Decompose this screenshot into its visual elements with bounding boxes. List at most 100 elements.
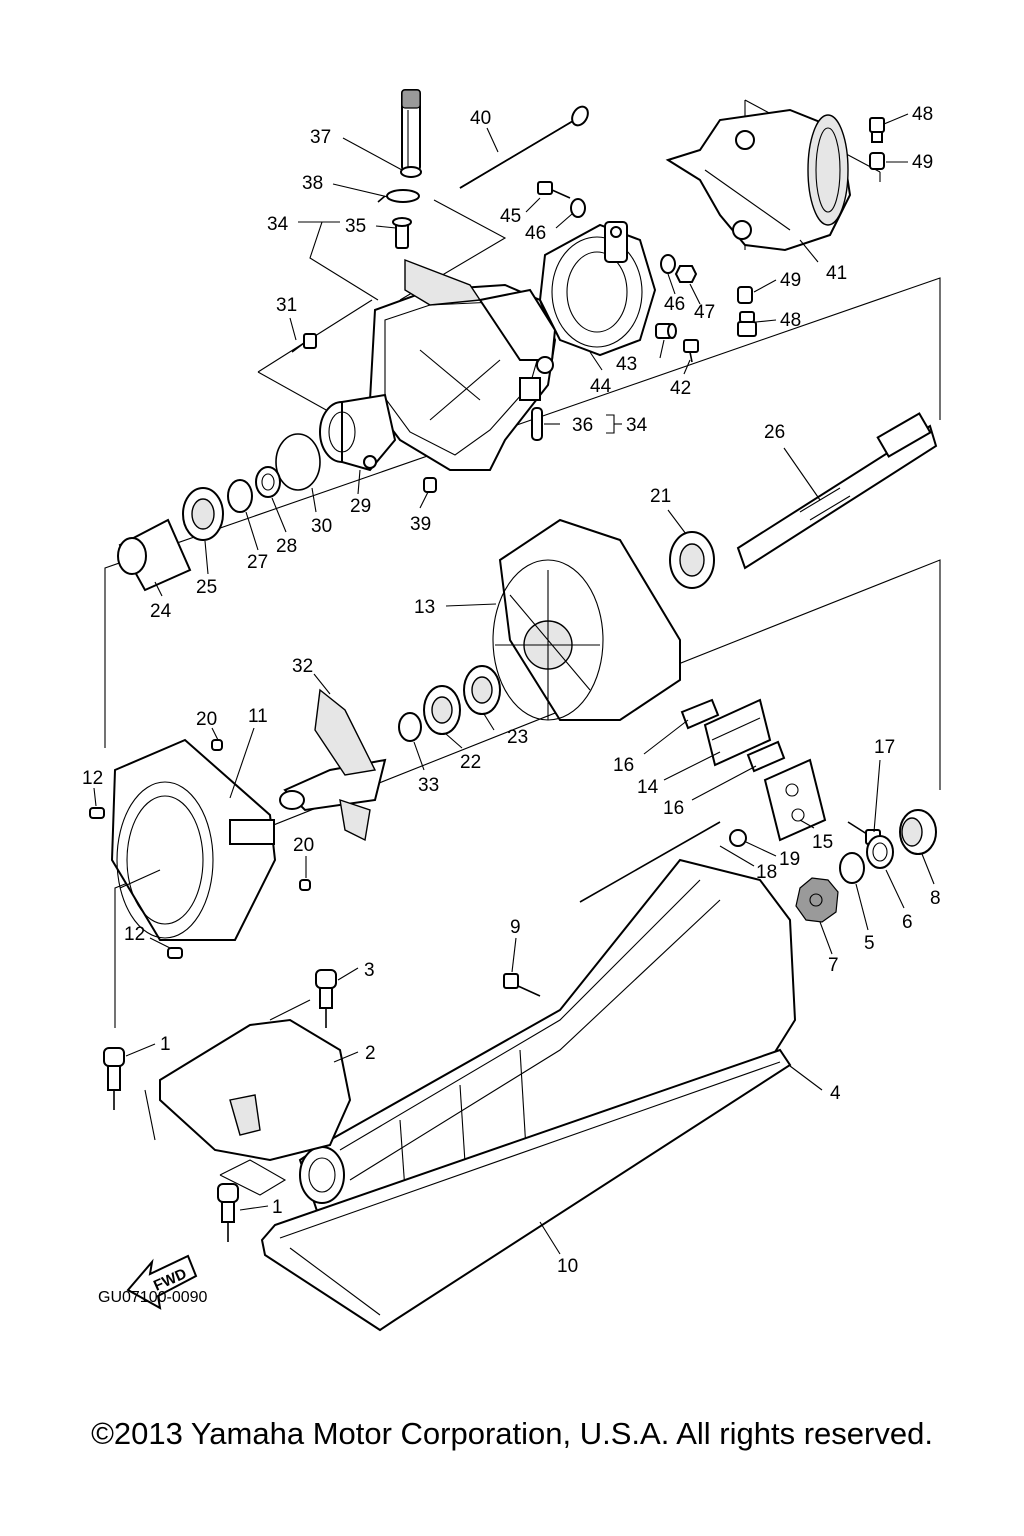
- collar-43: [655, 323, 677, 339]
- part-label-34: 34: [267, 214, 289, 235]
- part-label-1: 1: [160, 1034, 171, 1055]
- washer-46a: [570, 198, 586, 218]
- gasket-16b: [746, 740, 786, 773]
- part-label-21: 21: [650, 486, 671, 507]
- pin-36: [531, 407, 543, 441]
- part-label-8: 8: [930, 888, 941, 909]
- part-label-9: 9: [510, 917, 521, 938]
- part-label-14: 14: [637, 777, 659, 798]
- part-label-48: 48: [780, 310, 801, 331]
- part-label-39: 39: [410, 514, 431, 535]
- part-label-4: 4: [830, 1083, 841, 1104]
- washer-27: [227, 479, 253, 513]
- part-label-5: 5: [864, 933, 875, 954]
- part-label-46: 46: [525, 223, 546, 244]
- part-label-16: 16: [613, 755, 634, 776]
- part-label-26: 26: [764, 422, 785, 443]
- part-label-27: 27: [247, 552, 268, 573]
- gasket-16a: [680, 698, 720, 730]
- part-label-46: 46: [664, 294, 685, 315]
- part-label-19: 19: [779, 849, 800, 870]
- washer-5: [839, 852, 865, 884]
- washer-33: [398, 712, 422, 742]
- screw-1b: [217, 1183, 239, 1242]
- nozzle-41: [665, 108, 852, 252]
- part-label-23: 23: [507, 727, 528, 748]
- bearing-21: [669, 531, 715, 589]
- bolt-40: [459, 105, 589, 189]
- plate-4: [260, 1048, 792, 1332]
- part-label-16: 16: [663, 798, 684, 819]
- sleeve-24: [117, 518, 192, 592]
- cap-8: [899, 809, 937, 855]
- part-number-labels: 1 1 2 3 4 5 6 7 8 9 10 11 12 12 13 14 15…: [82, 104, 941, 1277]
- fitting-35: [392, 217, 412, 249]
- impeller-32: [279, 688, 387, 842]
- rod-18: [579, 821, 721, 903]
- part-label-20: 20: [293, 835, 314, 856]
- part-label-38: 38: [302, 173, 323, 194]
- part-label-3: 3: [364, 960, 375, 981]
- duct-44: [538, 221, 657, 357]
- part-label-36: 36: [572, 415, 593, 436]
- part-label-10: 10: [557, 1256, 578, 1277]
- part-label-28: 28: [276, 536, 297, 557]
- fwd-arrow-icon: FWD: [126, 1254, 198, 1310]
- part-label-42: 42: [670, 378, 691, 399]
- part-label-33: 33: [418, 775, 439, 796]
- part-label-40: 40: [470, 108, 491, 129]
- pin-12b: [167, 947, 183, 959]
- part-label-31: 31: [276, 295, 297, 316]
- pin-12a: [89, 807, 105, 819]
- plate-14: [703, 698, 772, 767]
- part-label-32: 32: [292, 656, 313, 677]
- nut-28: [255, 466, 281, 498]
- part-label-17: 17: [874, 737, 895, 758]
- washer-46b: [660, 254, 676, 274]
- part-label-20: 20: [196, 709, 217, 730]
- part-label-44: 44: [590, 376, 612, 397]
- copyright-notice: ©2013 Yamaha Motor Corporation, U.S.A. A…: [91, 1416, 933, 1451]
- bolt-42: [683, 339, 699, 363]
- bolt-48a: [869, 117, 885, 143]
- part-label-2: 2: [365, 1043, 376, 1064]
- part-label-18: 18: [756, 862, 777, 883]
- part-label-15: 15: [812, 832, 833, 853]
- leader-lines: [93, 113, 935, 1255]
- impeller-housing-13: [492, 518, 681, 721]
- part-label-43: 43: [616, 354, 637, 375]
- bearing-25: [182, 487, 224, 541]
- screw-1a: [103, 1047, 125, 1110]
- part-label-24: 24: [150, 601, 172, 622]
- part-label-48: 48: [912, 104, 933, 125]
- part-label-11: 11: [248, 706, 268, 727]
- housing-11: [110, 738, 277, 941]
- bearing-22: [423, 685, 461, 735]
- part-label-6: 6: [902, 912, 913, 933]
- part-label-41: 41: [826, 263, 847, 284]
- part-label-49: 49: [780, 270, 801, 291]
- cover-15: [763, 758, 827, 842]
- inlet-29: [319, 393, 397, 472]
- part-label-29: 29: [350, 496, 371, 517]
- bolt-48b: [737, 311, 757, 337]
- collar-49b: [737, 286, 753, 304]
- bolt-9: [503, 973, 541, 997]
- drawing-code: GU07100-0090: [98, 1289, 208, 1306]
- bearing-23: [463, 665, 501, 715]
- bolt-31: [291, 333, 317, 353]
- o-ring-30: [275, 433, 321, 491]
- collar-49a: [869, 152, 885, 170]
- part-label-34: 34: [626, 415, 648, 436]
- part-label-12: 12: [124, 924, 145, 945]
- part-label-49: 49: [912, 152, 933, 173]
- drive-shaft-26: [736, 412, 938, 570]
- pin-20b: [299, 879, 311, 891]
- part-label-45: 45: [500, 206, 521, 227]
- part-label-22: 22: [460, 752, 481, 773]
- nut-47: [674, 265, 698, 283]
- hose-37: [400, 89, 422, 178]
- ring-6: [866, 835, 894, 869]
